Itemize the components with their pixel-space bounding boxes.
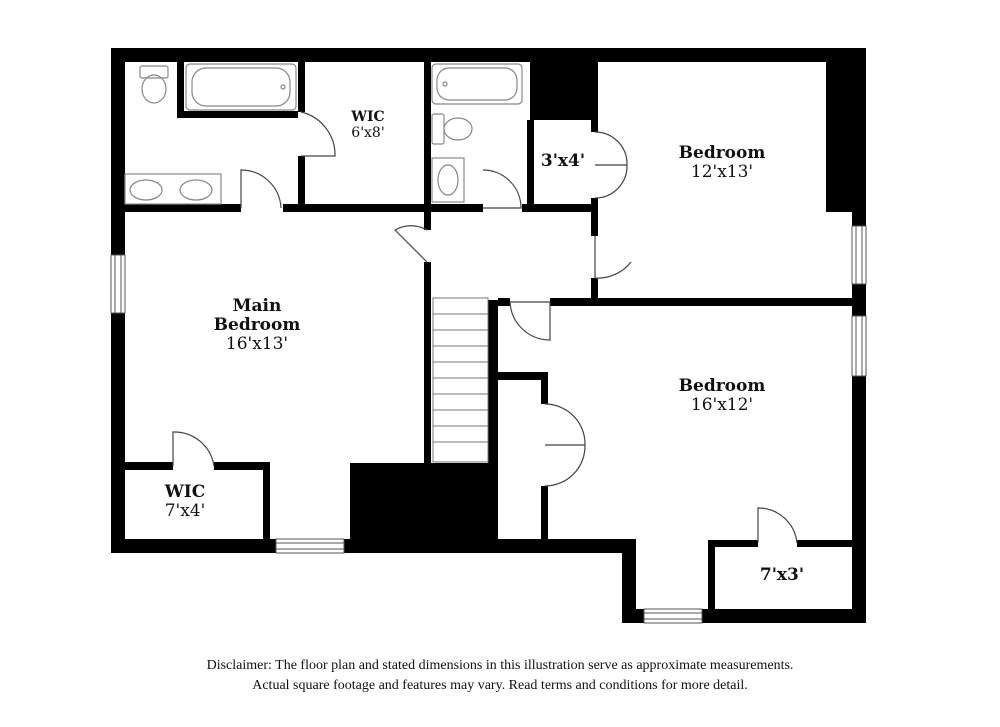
window-bedroom-se-east <box>851 315 867 377</box>
door-se-closet-top <box>544 403 586 446</box>
floor-plan <box>110 48 867 624</box>
disclaimer-line2: Actual square footage and features may v… <box>252 678 748 693</box>
room-dims: 16'x13' <box>225 334 289 355</box>
room-label-wic-bottom: WIC 7'x4' <box>150 482 220 522</box>
door-closet-3x4-bottom <box>594 164 628 199</box>
room-label-closet-7x3: 7'x3' <box>750 565 814 585</box>
door-bedroom-se <box>509 301 551 341</box>
room-dims: 12'x13' <box>690 162 754 183</box>
room-name: Bedroom <box>678 376 766 396</box>
doors <box>172 111 798 544</box>
room-label-bedroom-ne: Bedroom 12'x13' <box>652 143 792 183</box>
room-name: WIC <box>164 482 206 502</box>
room-name-line2: Bedroom <box>213 315 301 336</box>
room-name: WIC <box>351 109 385 125</box>
room-label-wic-top: WIC 6'x8' <box>333 109 403 141</box>
window-main-bedroom-west <box>110 254 126 314</box>
toilet-icon <box>139 65 169 104</box>
disclaimer: Disclaimer: The floor plan and stated di… <box>0 656 1000 696</box>
door-hall-bath <box>482 169 522 209</box>
door-bedroom-ne <box>594 236 632 279</box>
room-name-line1: Main <box>232 296 282 316</box>
window-bedroom-se-south <box>643 608 703 624</box>
room-name: Bedroom <box>678 143 766 163</box>
windows <box>110 225 867 624</box>
stairs <box>432 297 489 463</box>
window-bedroom-ne-east <box>851 225 867 285</box>
window-main-bedroom-south <box>275 538 345 554</box>
toilet-hall-icon <box>431 113 473 145</box>
door-main-bath <box>240 169 282 209</box>
bathtub-hall-icon <box>431 63 523 105</box>
door-se-closet-bottom <box>544 444 586 487</box>
sink-hall-icon <box>431 157 465 203</box>
disclaimer-line1: Disclaimer: The floor plan and stated di… <box>206 658 794 673</box>
room-dims: 6'x8' <box>351 124 385 141</box>
door-closet-3x4-top <box>594 131 628 166</box>
door-main-bedroom <box>394 225 428 263</box>
fixtures <box>124 63 523 205</box>
double-vanity-icon <box>124 173 222 205</box>
door-wic-bottom <box>172 431 215 467</box>
room-label-closet-3x4: 3'x4' <box>534 151 592 171</box>
bathtub-icon <box>185 63 297 111</box>
door-wic-top <box>300 111 336 157</box>
room-dims: 7'x3' <box>759 565 805 585</box>
room-label-bedroom-se: Bedroom 16'x12' <box>652 376 792 416</box>
room-label-main-bedroom: Main Bedroom 16'x13' <box>192 296 322 355</box>
room-dims: 16'x12' <box>690 395 754 416</box>
room-dims: 7'x4' <box>164 501 206 522</box>
door-closet-7x3 <box>757 507 798 544</box>
room-dims: 3'x4' <box>540 151 586 171</box>
